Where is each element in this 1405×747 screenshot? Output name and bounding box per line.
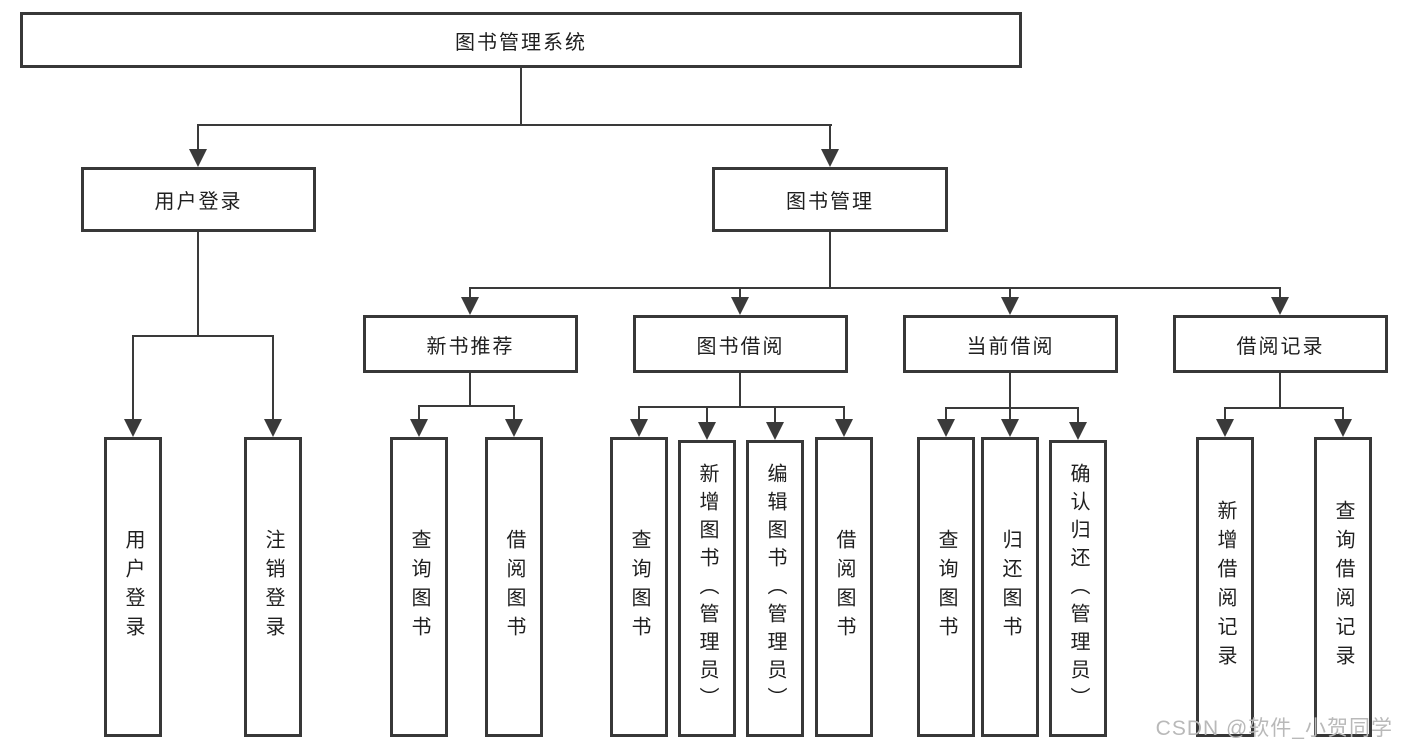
node-label: 查询借阅记录 bbox=[1332, 500, 1354, 674]
node-label: 查询图书 bbox=[935, 529, 957, 645]
node-library-management-system: 图书管理系统 bbox=[20, 12, 1022, 68]
node-label: 用户登录 bbox=[154, 191, 243, 213]
connector-line bbox=[638, 406, 845, 408]
node-label: 图书借阅 bbox=[696, 335, 785, 358]
connector-line bbox=[272, 335, 274, 421]
arrow-down-icon bbox=[731, 297, 749, 315]
connector-line bbox=[132, 335, 134, 421]
node-label: 新增借阅记录 bbox=[1214, 500, 1236, 674]
connector-line bbox=[774, 406, 776, 424]
arrow-down-icon bbox=[264, 419, 282, 437]
node-label: 新书推荐 bbox=[426, 335, 515, 358]
arrow-down-icon bbox=[835, 419, 853, 437]
node-label: 新增图书（管理员） bbox=[696, 462, 718, 715]
arrow-down-icon bbox=[505, 419, 523, 437]
connector-line bbox=[513, 405, 515, 421]
node-label: 确认归还（管理员） bbox=[1067, 462, 1089, 715]
arrow-down-icon bbox=[698, 422, 716, 440]
connector-line bbox=[829, 232, 831, 287]
leaf-recommend-borrow-books: 借阅图书 bbox=[485, 437, 543, 737]
connector-line bbox=[945, 407, 1079, 409]
leaf-current-confirm-return-admin: 确认归还（管理员） bbox=[1049, 440, 1107, 737]
connector-line bbox=[843, 406, 845, 421]
arrow-down-icon bbox=[461, 297, 479, 315]
connector-line bbox=[1009, 287, 1011, 299]
arrow-down-icon bbox=[1001, 297, 1019, 315]
node-book-management: 图书管理 bbox=[712, 167, 948, 232]
connector-line bbox=[706, 406, 708, 424]
connector-line bbox=[1009, 407, 1011, 421]
connector-line bbox=[739, 373, 741, 406]
arrow-down-icon bbox=[821, 149, 839, 167]
connector-line bbox=[469, 287, 1281, 289]
node-label: 归还图书 bbox=[999, 529, 1021, 645]
leaf-borrow-add-books-admin: 新增图书（管理员） bbox=[678, 440, 736, 737]
connector-line bbox=[829, 124, 831, 151]
connector-line bbox=[197, 232, 199, 335]
node-label: 借阅图书 bbox=[503, 529, 525, 645]
leaf-borrow-edit-books-admin: 编辑图书（管理员） bbox=[746, 440, 804, 737]
leaf-records-add-borrow-record: 新增借阅记录 bbox=[1196, 437, 1254, 737]
connector-line bbox=[418, 405, 420, 421]
node-label: 编辑图书（管理员） bbox=[764, 462, 786, 715]
node-label: 注销登录 bbox=[262, 529, 284, 645]
node-user-login: 用户登录 bbox=[81, 167, 316, 232]
leaf-current-return-books: 归还图书 bbox=[981, 437, 1039, 737]
node-label: 图书管理 bbox=[786, 191, 874, 213]
connector-line bbox=[469, 373, 471, 405]
connector-line bbox=[1279, 373, 1281, 407]
arrow-down-icon bbox=[189, 149, 207, 167]
connector-line bbox=[520, 68, 522, 126]
node-borrow-records: 借阅记录 bbox=[1173, 315, 1388, 373]
node-book-borrow: 图书借阅 bbox=[633, 315, 848, 373]
leaf-borrow-query-books: 查询图书 bbox=[610, 437, 668, 737]
arrow-down-icon bbox=[1001, 419, 1019, 437]
arrow-down-icon bbox=[124, 419, 142, 437]
connector-line bbox=[132, 335, 274, 337]
node-label: 当前借阅 bbox=[966, 335, 1055, 358]
connector-line bbox=[1224, 407, 1226, 421]
connector-line bbox=[638, 406, 640, 421]
node-label: 图书管理系统 bbox=[455, 31, 587, 54]
arrow-down-icon bbox=[1216, 419, 1234, 437]
arrow-down-icon bbox=[1069, 422, 1087, 440]
connector-line bbox=[1009, 373, 1011, 407]
arrow-down-icon bbox=[766, 422, 784, 440]
node-label: 查询图书 bbox=[408, 529, 430, 645]
node-label: 用户登录 bbox=[122, 529, 144, 645]
csdn-watermark: CSDN @软件_小贺同学 bbox=[1155, 717, 1393, 740]
node-label: 借阅记录 bbox=[1236, 335, 1325, 358]
arrow-down-icon bbox=[630, 419, 648, 437]
connector-line bbox=[945, 407, 947, 421]
node-new-book-recommend: 新书推荐 bbox=[363, 315, 578, 373]
leaf-borrow-borrow-books: 借阅图书 bbox=[815, 437, 873, 737]
leaf-recommend-query-books: 查询图书 bbox=[390, 437, 448, 737]
arrow-down-icon bbox=[1271, 297, 1289, 315]
connector-line bbox=[197, 124, 199, 151]
node-current-borrow: 当前借阅 bbox=[903, 315, 1118, 373]
leaf-records-query-borrow-record: 查询借阅记录 bbox=[1314, 437, 1372, 737]
node-label: 查询图书 bbox=[628, 529, 650, 645]
connector-line bbox=[1279, 287, 1281, 299]
connector-line bbox=[197, 124, 832, 126]
node-label: 借阅图书 bbox=[833, 529, 855, 645]
connector-line bbox=[1342, 407, 1344, 421]
connector-line bbox=[739, 287, 741, 299]
arrow-down-icon bbox=[410, 419, 428, 437]
connector-line bbox=[1077, 407, 1079, 424]
arrow-down-icon bbox=[1334, 419, 1352, 437]
leaf-current-query-books: 查询图书 bbox=[917, 437, 975, 737]
leaf-user-login: 用户登录 bbox=[104, 437, 162, 737]
leaf-logout: 注销登录 bbox=[244, 437, 302, 737]
connector-line bbox=[469, 287, 471, 299]
connector-line bbox=[418, 405, 515, 407]
arrow-down-icon bbox=[937, 419, 955, 437]
connector-line bbox=[1224, 407, 1344, 409]
